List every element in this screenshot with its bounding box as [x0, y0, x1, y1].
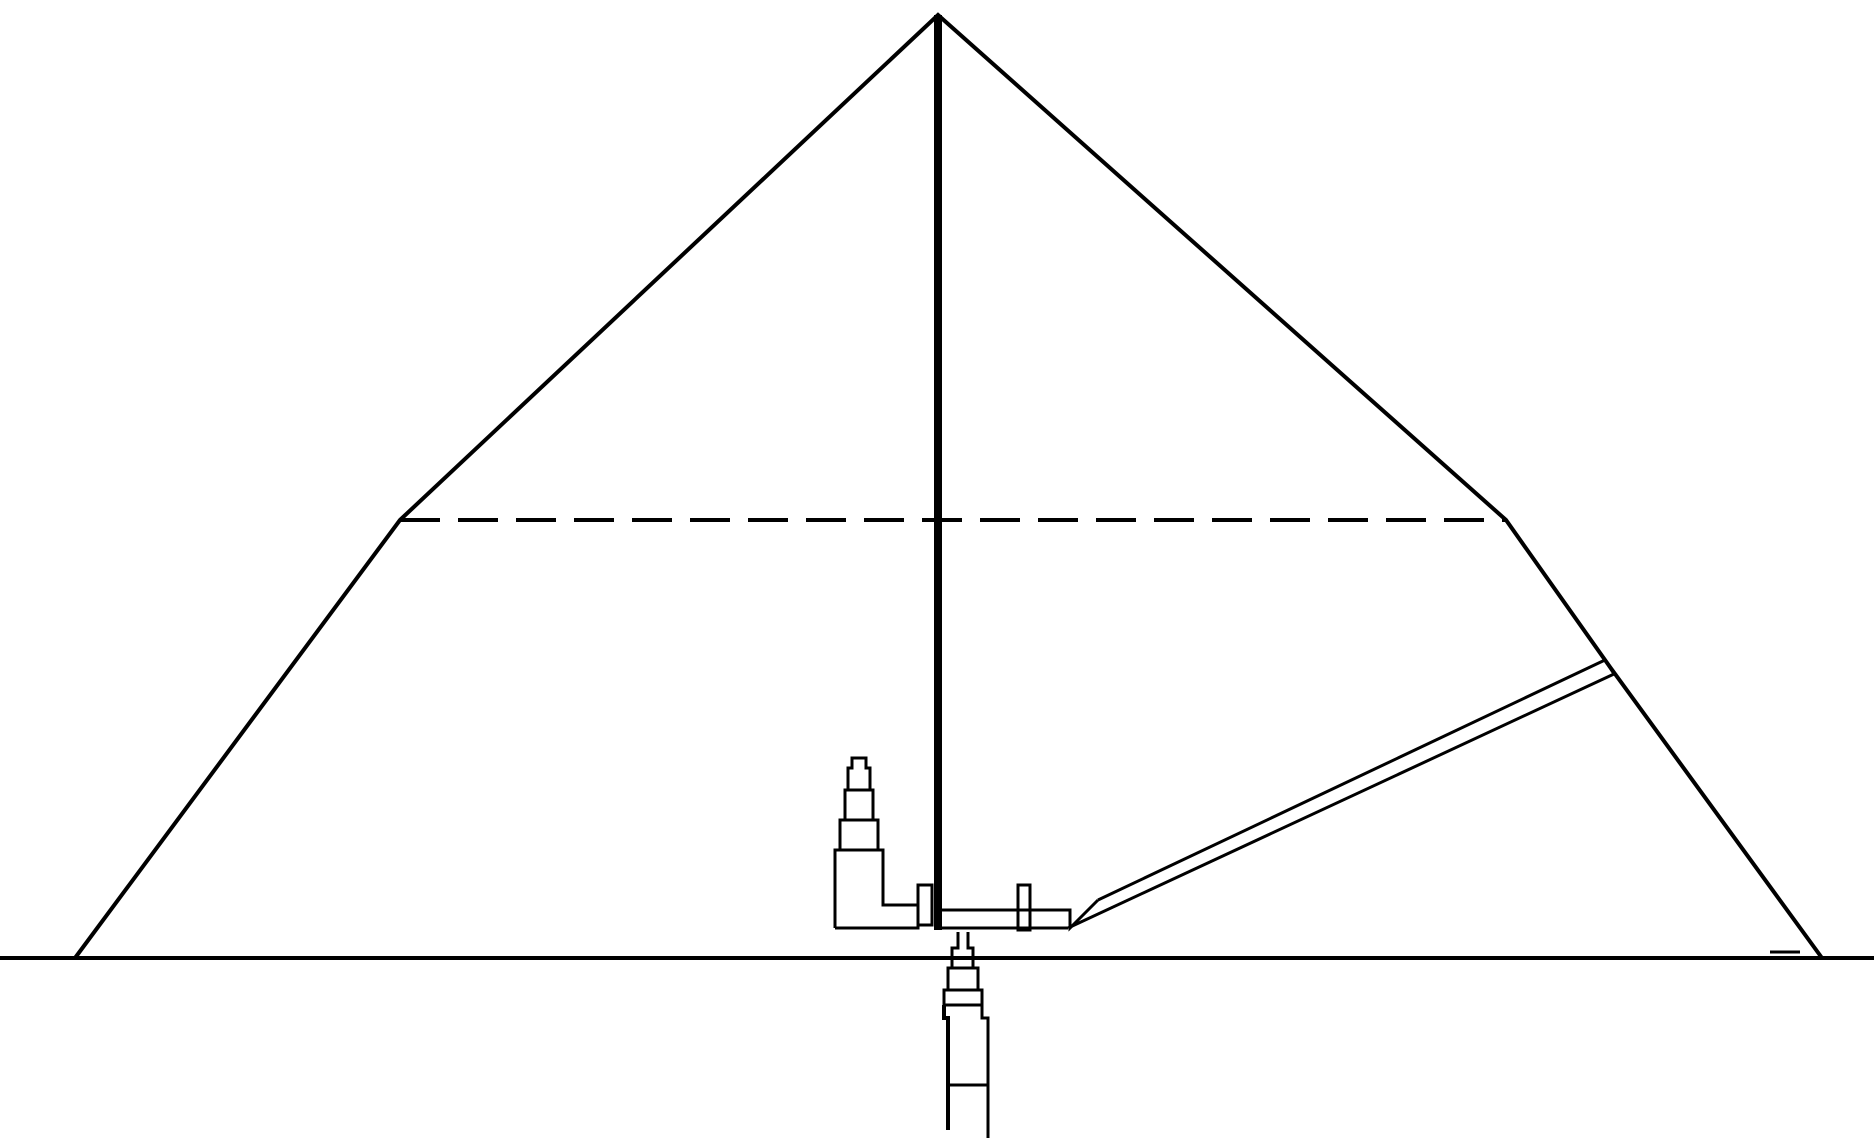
- base-corridor: [916, 883, 1100, 932]
- upper-chamber: [833, 756, 920, 930]
- pyramid-outline: [73, 12, 1824, 960]
- base-corridor-outline: [938, 898, 1100, 932]
- passage-upper-wall: [1097, 658, 1606, 902]
- ascending-passage: [1067, 658, 1616, 930]
- passage-mouth: [1603, 659, 1616, 675]
- lower-chamber-shaft: [942, 1005, 950, 1130]
- lower-chamber-cap: [942, 932, 984, 1007]
- upper-chamber-outline: [833, 756, 920, 930]
- corridor-block: [1016, 883, 1032, 932]
- passage-lower-wall: [1067, 672, 1615, 930]
- corridor-block-left: [916, 883, 934, 927]
- lower-chamber-shaft-right: [980, 1005, 990, 1138]
- subterranean-chamber: [942, 932, 990, 1138]
